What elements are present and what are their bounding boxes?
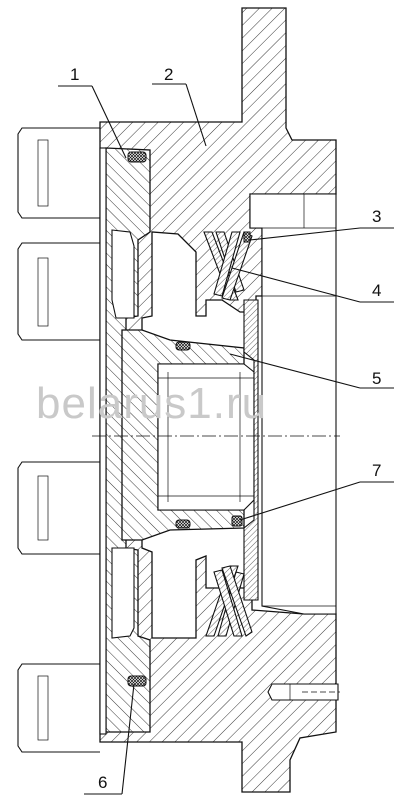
watermark: belarus1.ru — [36, 379, 267, 428]
sleeve-flange — [243, 299, 259, 601]
oring-top — [127, 151, 147, 163]
callout-4: 4 — [372, 281, 381, 300]
spring-washers-lower — [205, 565, 253, 637]
oring-bottom — [127, 675, 147, 687]
callout-2: 2 — [164, 65, 173, 84]
callout-5: 5 — [372, 369, 381, 388]
callout-3: 3 — [372, 207, 381, 226]
oring-hub-bottom — [175, 519, 191, 529]
callout-6: 6 — [98, 773, 107, 792]
oring-hub-top — [175, 341, 191, 351]
left-bolts — [17, 127, 100, 753]
retaining-ring-7 — [231, 515, 243, 527]
leader-lines — [58, 83, 394, 795]
spring-washers-upper — [203, 231, 253, 301]
callout-7: 7 — [372, 461, 381, 480]
drain-plug — [267, 683, 340, 701]
callout-1: 1 — [70, 65, 79, 84]
